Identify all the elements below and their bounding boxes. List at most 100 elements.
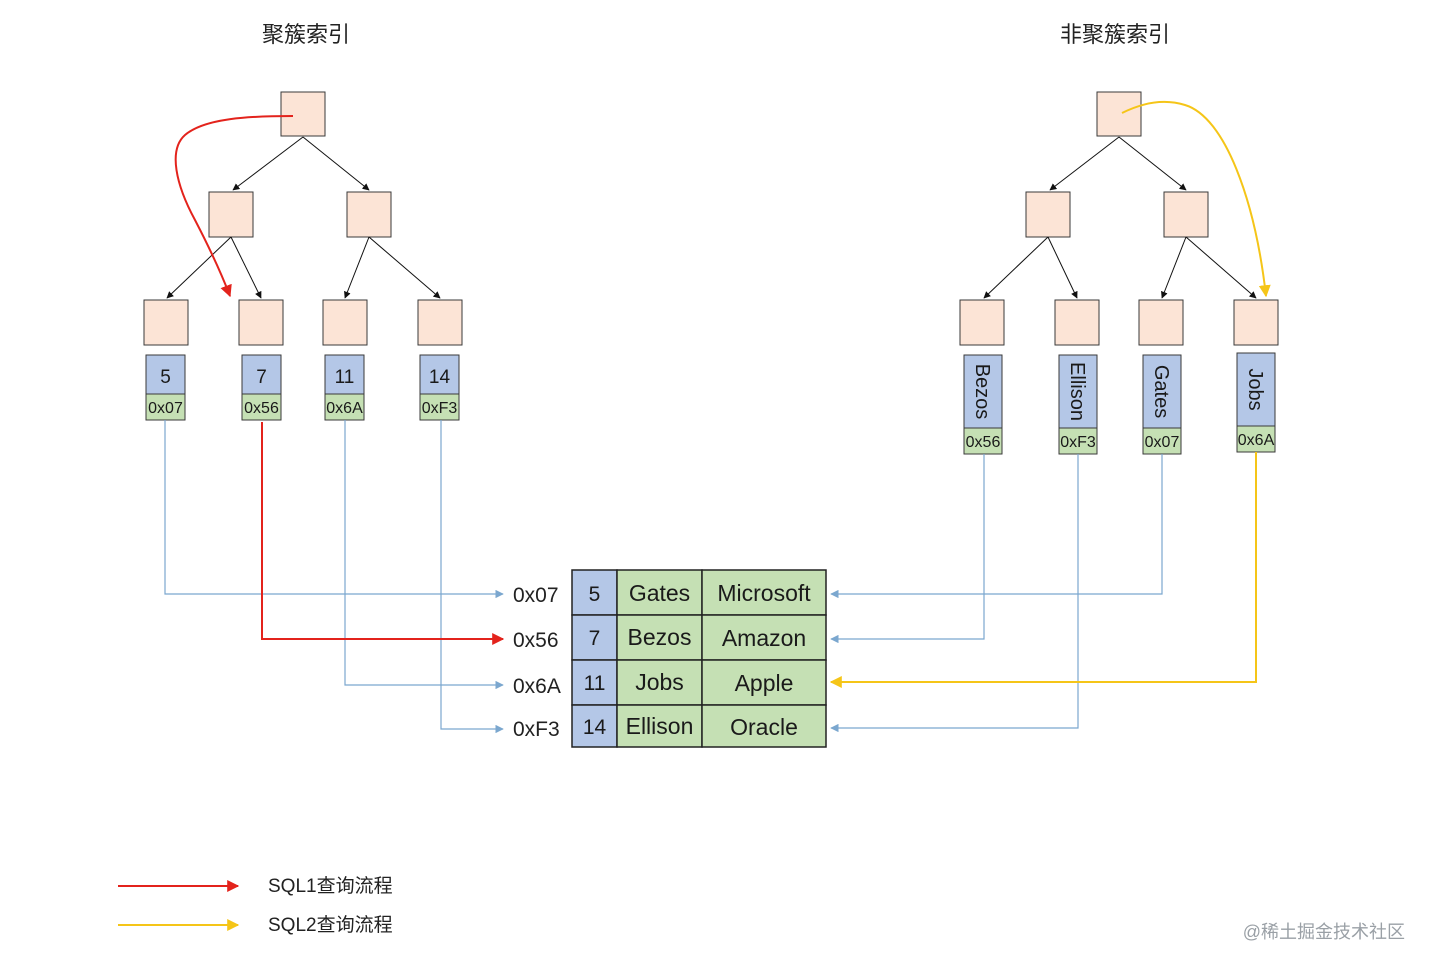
clustered-leaf-node (238, 299, 284, 346)
company-cell (701, 659, 827, 706)
clustered-leaf-node (322, 299, 368, 346)
nonclustered-leaf-node (959, 299, 1005, 346)
key-value: 7 (256, 367, 267, 388)
company-value: Apple (735, 670, 794, 696)
name-value: Ellison (626, 713, 694, 739)
sql1-row-lookup (261, 422, 505, 645)
pointer-value: 0x07 (1145, 434, 1180, 451)
id-value: 14 (583, 716, 607, 739)
id-cell (571, 704, 618, 748)
company-cell (701, 704, 827, 748)
clustered-tree: 5 0x07 7 0x56 11 0x6A 14 0xF3 (143, 91, 463, 421)
row-address: 0x07 (513, 584, 559, 607)
nonclustered-leaf-entry: Ellison 0xF3 (1058, 354, 1098, 455)
company-value: Amazon (722, 625, 806, 651)
pointer-link (830, 454, 1163, 599)
pointer-cell (324, 393, 365, 421)
clustered-leaf-entry: 7 0x56 (241, 354, 282, 421)
sql2-row-lookup (829, 452, 1257, 688)
pointer-cell (1236, 425, 1276, 453)
nonclustered-internal-node-left (1025, 191, 1071, 238)
sql1-tree-traversal (174, 115, 294, 298)
tree-edge (166, 236, 232, 299)
key-value: Ellison (1066, 362, 1088, 421)
pointer-link (830, 454, 985, 644)
tree-edge (1118, 136, 1187, 191)
nonclustered-leaf-entry: Jobs 0x6A (1236, 352, 1276, 453)
tree-edge (983, 236, 1049, 299)
table-row: 11 Jobs Apple (571, 659, 827, 706)
pointer-value: 0x56 (244, 400, 279, 417)
tree-edge (232, 136, 304, 191)
tree-edge (1161, 236, 1187, 299)
tree-edge (1049, 136, 1120, 191)
nonclustered-leaf-node (1138, 299, 1184, 346)
id-cell (571, 659, 618, 706)
key-value: Gates (1150, 365, 1172, 418)
row-addresses: 0x07 0x56 0x6A 0xF3 (513, 584, 561, 741)
name-cell (616, 569, 703, 616)
nonclustered-index-title: 非聚簇索引 (1060, 22, 1170, 47)
tree-edge (1185, 236, 1257, 299)
legend-sql2-label: SQL2查询流程 (268, 914, 393, 936)
legend: SQL1查询流程 SQL2查询流程 (118, 875, 393, 936)
nonclustered-leaf-node (1233, 299, 1279, 346)
tree-edge (302, 136, 370, 191)
pointer-cell (241, 393, 282, 421)
clustered-leaf-node (417, 299, 463, 346)
key-value: 14 (429, 367, 451, 388)
pointer-link (440, 420, 504, 734)
pointer-value: 0x6A (1238, 432, 1275, 449)
clustered-leaf-entry: 14 0xF3 (419, 354, 460, 421)
pointer-link (344, 420, 504, 690)
name-value: Bezos (628, 624, 692, 650)
company-cell (701, 614, 827, 661)
sql2-query-path (829, 100, 1271, 688)
company-cell (701, 569, 827, 616)
company-value: Microsoft (717, 580, 811, 606)
nonclustered-tree: Bezos 0x56 Ellison 0xF3 Gates 0x07 Jobs … (959, 91, 1279, 455)
pointer-value: 0x6A (326, 400, 363, 417)
key-value: Bezos (971, 364, 993, 420)
id-value: 5 (589, 583, 601, 606)
clustered-internal-node-left (208, 191, 254, 238)
key-value: 5 (160, 367, 171, 388)
row-address: 0x56 (513, 629, 559, 652)
tree-edge (344, 236, 370, 299)
pointer-value: 0xF3 (1060, 434, 1096, 451)
clustered-pointer-links (164, 420, 504, 734)
id-value: 11 (584, 672, 606, 695)
nonclustered-pointer-links (830, 454, 1163, 733)
name-value: Jobs (635, 669, 684, 695)
pointer-value: 0x07 (148, 400, 183, 417)
key-value: Jobs (1244, 368, 1266, 410)
nonclustered-leaf-node (1054, 299, 1100, 346)
nonclustered-root-node (1096, 91, 1142, 137)
name-value: Gates (629, 580, 690, 606)
key-cell (145, 354, 186, 395)
pointer-cell (145, 393, 186, 421)
tree-edge (230, 236, 262, 299)
tree-edge (368, 236, 441, 299)
key-cell (1058, 354, 1098, 429)
id-cell (571, 569, 618, 616)
table-row: 14 Ellison Oracle (571, 704, 827, 748)
nonclustered-leaf-entry: Bezos 0x56 (963, 354, 1003, 455)
clustered-leaf-entry: 5 0x07 (145, 354, 186, 421)
pointer-value: 0x56 (966, 434, 1001, 451)
pointer-link (164, 420, 504, 599)
data-table: 5 Gates Microsoft 7 Bezos Amazon 11 Jobs… (571, 569, 827, 748)
clustered-index-title: 聚簇索引 (262, 22, 350, 47)
nonclustered-leaf-entry: Gates 0x07 (1142, 354, 1182, 455)
clustered-internal-node-right (346, 191, 392, 238)
name-cell (616, 614, 703, 661)
watermark: @稀土掘金技术社区 (1243, 922, 1405, 942)
pointer-cell (419, 393, 460, 421)
table-row: 5 Gates Microsoft (571, 569, 827, 616)
clustered-leaf-node (143, 299, 189, 346)
company-value: Oracle (730, 714, 798, 740)
key-value: 11 (335, 367, 355, 388)
name-cell (616, 659, 703, 706)
id-value: 7 (589, 627, 601, 650)
